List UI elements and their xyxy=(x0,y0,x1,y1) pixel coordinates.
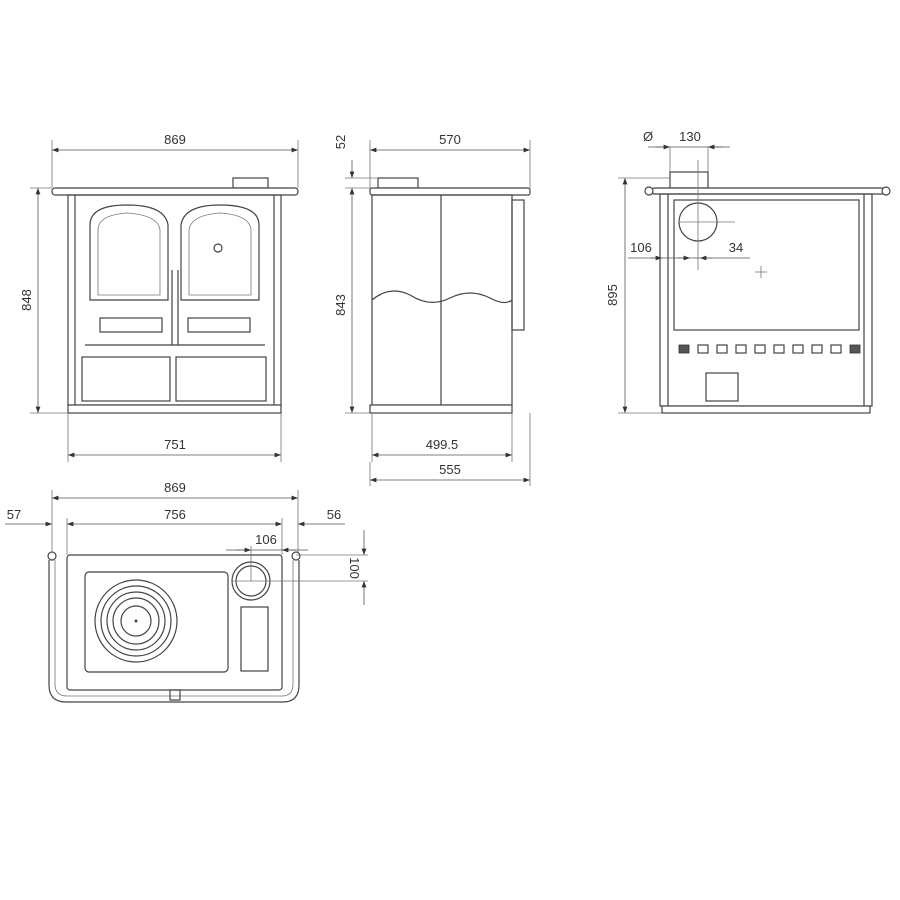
side-wave-line xyxy=(371,290,513,304)
vent-slot xyxy=(811,344,823,354)
front-body-width-label: 751 xyxy=(164,437,186,452)
front-right-drawer xyxy=(175,356,267,402)
vent-slot xyxy=(830,344,842,354)
top-right-margin-label: 56 xyxy=(327,507,341,522)
front-width-overall-label: 869 xyxy=(164,132,186,147)
top-handle-rail xyxy=(48,560,300,703)
top-width-overall-label: 869 xyxy=(164,480,186,495)
top-hotplate-panel xyxy=(84,571,229,673)
top-left-margin-label: 57 xyxy=(7,507,21,522)
vent-slot xyxy=(792,344,804,354)
side-view: 570 52 843 499.5 555 xyxy=(333,132,531,486)
back-flue-offset-inner-label: 34 xyxy=(729,240,743,255)
vent-slot xyxy=(716,344,728,354)
back-flue-stub xyxy=(669,171,709,189)
back-flue-diameter-label: 130 xyxy=(679,129,701,144)
side-flue-stub xyxy=(377,177,419,189)
front-left-door xyxy=(89,204,169,301)
back-vent-row xyxy=(678,344,861,354)
side-depth-body-label: 555 xyxy=(439,462,461,477)
top-view: 869 756 57 56 106 100 xyxy=(5,480,368,703)
front-top-rail xyxy=(51,187,299,196)
front-height-label: 848 xyxy=(19,289,34,311)
top-cooktop xyxy=(66,554,283,691)
back-height-label: 895 xyxy=(605,284,620,306)
side-flue-height-label: 52 xyxy=(333,135,348,149)
back-diameter-symbol: Ø xyxy=(643,129,653,144)
back-view: Ø 130 895 106 34 xyxy=(605,129,891,414)
top-body-width-label: 756 xyxy=(164,507,186,522)
top-hotplate-rings xyxy=(94,579,178,663)
front-right-door xyxy=(180,204,260,301)
top-flue-depth-label: 100 xyxy=(347,557,362,579)
back-access-panel xyxy=(705,372,739,402)
vent-slot xyxy=(697,344,709,354)
vent-slot xyxy=(678,344,690,354)
vent-slot xyxy=(754,344,766,354)
vent-slot xyxy=(849,344,861,354)
side-depth-inner-label: 499.5 xyxy=(426,437,459,452)
top-firebox-lid xyxy=(240,606,269,672)
back-flue-offset-side-label: 106 xyxy=(630,240,652,255)
vent-slot xyxy=(773,344,785,354)
front-view: 869 848 751 xyxy=(19,132,299,462)
side-height-label: 843 xyxy=(333,294,348,316)
vent-slot xyxy=(735,344,747,354)
front-flue-stub xyxy=(232,177,269,189)
front-left-drawer xyxy=(81,356,171,402)
top-flue-offset-label: 106 xyxy=(255,532,277,547)
side-depth-top-label: 570 xyxy=(439,132,461,147)
